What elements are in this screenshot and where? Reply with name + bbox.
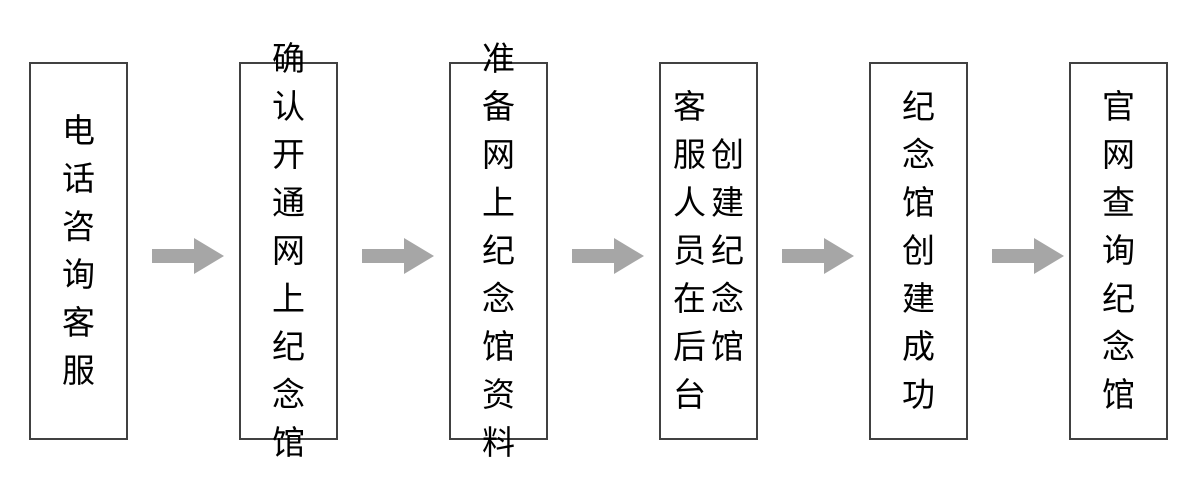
- arrow-head: [824, 238, 854, 274]
- node-label-char: 客: [62, 303, 95, 342]
- node-label-char: 查: [1102, 183, 1135, 222]
- node-text-column: 确认开通网上纪念馆: [271, 39, 307, 462]
- node-label-char: 料: [482, 423, 515, 462]
- node-label-char: 纪: [1102, 279, 1135, 318]
- arrow-head: [1034, 238, 1064, 274]
- node-label-char: 在: [673, 279, 706, 318]
- node-label-char: 网: [1102, 135, 1135, 174]
- node-label-char: 咨: [62, 207, 95, 246]
- node-label-char: 通: [272, 183, 305, 222]
- node-label-char: 创: [902, 231, 935, 270]
- arrow-head: [194, 238, 224, 274]
- node-label-char: 准: [482, 39, 515, 78]
- node-label-char: 创: [711, 135, 744, 174]
- arrow-head: [404, 238, 434, 274]
- arrow-shaft: [572, 249, 616, 263]
- node-label-char: 询: [62, 255, 95, 294]
- node-label-char: 官: [1102, 87, 1135, 126]
- node-label-char: 服: [673, 135, 706, 174]
- node-label-char: 人: [673, 183, 706, 222]
- node-label-char: 念: [1102, 327, 1135, 366]
- node-label-char: 纪: [272, 327, 305, 366]
- arrow-head: [614, 238, 644, 274]
- node-label-char: 成: [902, 327, 935, 366]
- arrow-node2-to-node3-icon: [362, 238, 434, 274]
- arrow-node4-to-node5-icon: [782, 238, 854, 274]
- node-label-char: 纪: [711, 231, 744, 270]
- node-label-char: 馆: [902, 183, 935, 222]
- node-label-char: 建: [902, 279, 935, 318]
- node-label-char: 念: [482, 279, 515, 318]
- node-label-char: 功: [902, 375, 935, 414]
- node-label-char: 馆: [1102, 375, 1135, 414]
- node-label-char: 网: [272, 231, 305, 270]
- node-text-column: 准备网上纪念馆资料: [481, 39, 517, 462]
- node-label-char: 念: [272, 375, 305, 414]
- flow-node-staff-create-memorial-hall-in-backend[interactable]: 创建纪念馆客服人员在后台: [659, 62, 758, 440]
- node-label-char: 后: [673, 327, 706, 366]
- flow-node-confirm-open-online-memorial-hall[interactable]: 确认开通网上纪念馆: [239, 39, 338, 462]
- node-label-char: 询: [1102, 231, 1135, 270]
- arrow-shaft: [362, 249, 406, 263]
- arrow-node1-to-node2-icon: [152, 238, 224, 274]
- node-label-char: 纪: [902, 87, 935, 126]
- flow-node-prepare-online-memorial-hall-materials[interactable]: 准备网上纪念馆资料: [449, 39, 548, 462]
- node-label-char: 服: [62, 351, 95, 390]
- arrow-shaft: [782, 249, 826, 263]
- node-label-char: 备: [482, 87, 515, 126]
- node-label-char: 念: [711, 279, 744, 318]
- arrow-shaft: [992, 249, 1036, 263]
- node-label-char: 客: [673, 87, 706, 126]
- arrow-node5-to-node6-icon: [992, 238, 1064, 274]
- arrow-node3-to-node4-icon: [572, 238, 644, 274]
- node-label-char: 建: [711, 183, 744, 222]
- node-label-char: 话: [62, 159, 95, 198]
- node-text-column: 官网查询纪念馆: [1101, 64, 1137, 438]
- node-text-column: 创建纪念馆: [710, 64, 746, 438]
- node-text-column: 客服人员在后台: [672, 64, 708, 438]
- flow-node-query-memorial-hall-on-official-site[interactable]: 官网查询纪念馆: [1069, 62, 1168, 440]
- node-label-char: 上: [272, 279, 305, 318]
- node-label-char: 纪: [482, 231, 515, 270]
- node-label-char: 确: [272, 39, 305, 78]
- node-label-char: 馆: [272, 423, 305, 462]
- node-label-char: 念: [902, 135, 935, 174]
- node-label-char: 台: [673, 375, 706, 414]
- node-label-char: 资: [482, 375, 515, 414]
- flow-node-phone-consult-customer-service[interactable]: 电话咨询客服: [29, 62, 128, 440]
- node-label-char: 馆: [711, 327, 744, 366]
- node-label-char: 员: [673, 231, 706, 270]
- node-label-char: 馆: [482, 327, 515, 366]
- node-label-char: 认: [272, 87, 305, 126]
- node-label-char: 网: [482, 135, 515, 174]
- node-label-char: 上: [482, 183, 515, 222]
- arrow-shaft: [152, 249, 196, 263]
- node-label-char: 电: [62, 111, 95, 150]
- node-text-column: 电话咨询客服: [61, 64, 97, 438]
- node-label-char: 开: [272, 135, 305, 174]
- flow-node-memorial-hall-created-successfully[interactable]: 纪念馆创建成功: [869, 62, 968, 440]
- node-text-column: 纪念馆创建成功: [901, 64, 937, 438]
